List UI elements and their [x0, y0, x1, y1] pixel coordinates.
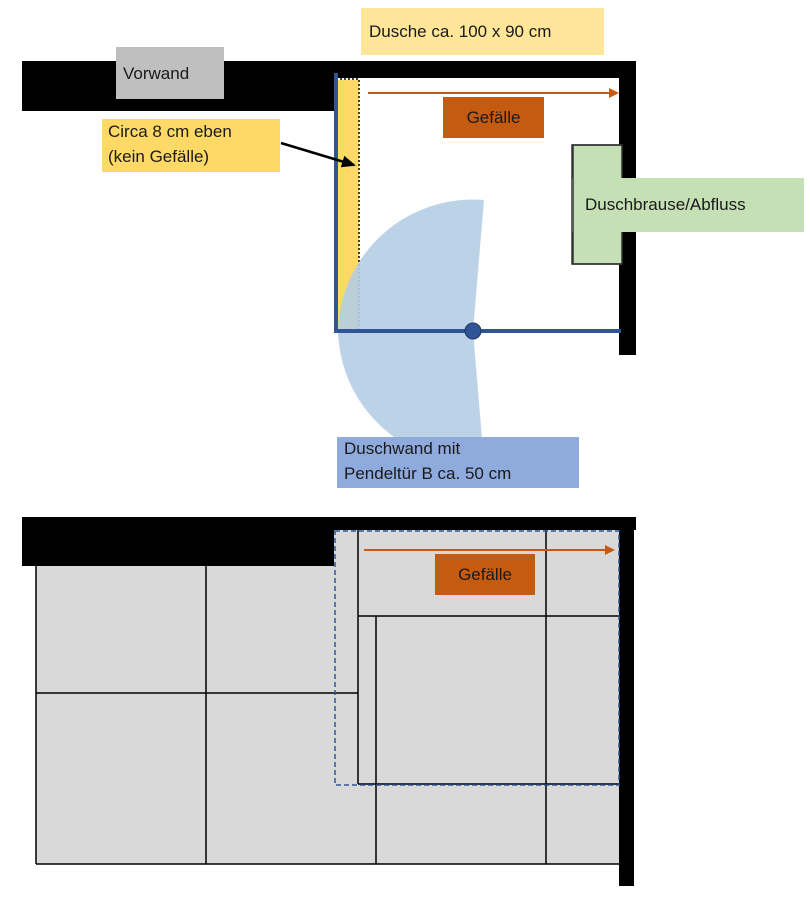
slope-label-bottom: Gefälle	[458, 565, 512, 584]
shower-wall-line-2: Pendeltür B ca. 50 cm	[344, 463, 512, 483]
tile-grid-lines	[35, 530, 621, 865]
flat-note-line-1: Circa 8 cm eben	[108, 122, 232, 141]
shower-outline-dashed	[334, 530, 620, 786]
flat-strip	[338, 80, 359, 329]
wall-bottom-top-thin	[22, 517, 636, 530]
shower-wall-box	[337, 437, 579, 488]
flat-note-label: Circa 8 cm eben (kein Gefälle)	[102, 119, 280, 172]
slope-label-top: Gefälle	[466, 108, 521, 127]
vorwand-label: Vorwand	[123, 64, 190, 83]
wall-bottom-right	[619, 517, 634, 886]
vorwand-box	[116, 47, 224, 99]
door-pivot-icon	[464, 322, 482, 340]
tile-area	[36, 566, 621, 864]
slope-box-top	[443, 97, 544, 138]
slope-box-bottom	[435, 554, 535, 595]
shower-wall-line-1: Duschwand mit	[344, 439, 461, 458]
flat-note-pointer-arrow	[280, 141, 356, 168]
flat-note-line-2: (kein Gefälle)	[108, 146, 210, 166]
shower-size-box	[361, 8, 604, 55]
flat-note-box	[102, 119, 280, 172]
shower-size-label: Dusche ca. 100 x 90 cm	[369, 22, 552, 41]
shower-head-label-box	[572, 178, 804, 232]
shower-head-drain-label: Duschbrause/Abfluss	[585, 195, 746, 214]
shower-wall-label: Duschwand mit Pendeltür B ca. 50 cm	[337, 437, 579, 488]
